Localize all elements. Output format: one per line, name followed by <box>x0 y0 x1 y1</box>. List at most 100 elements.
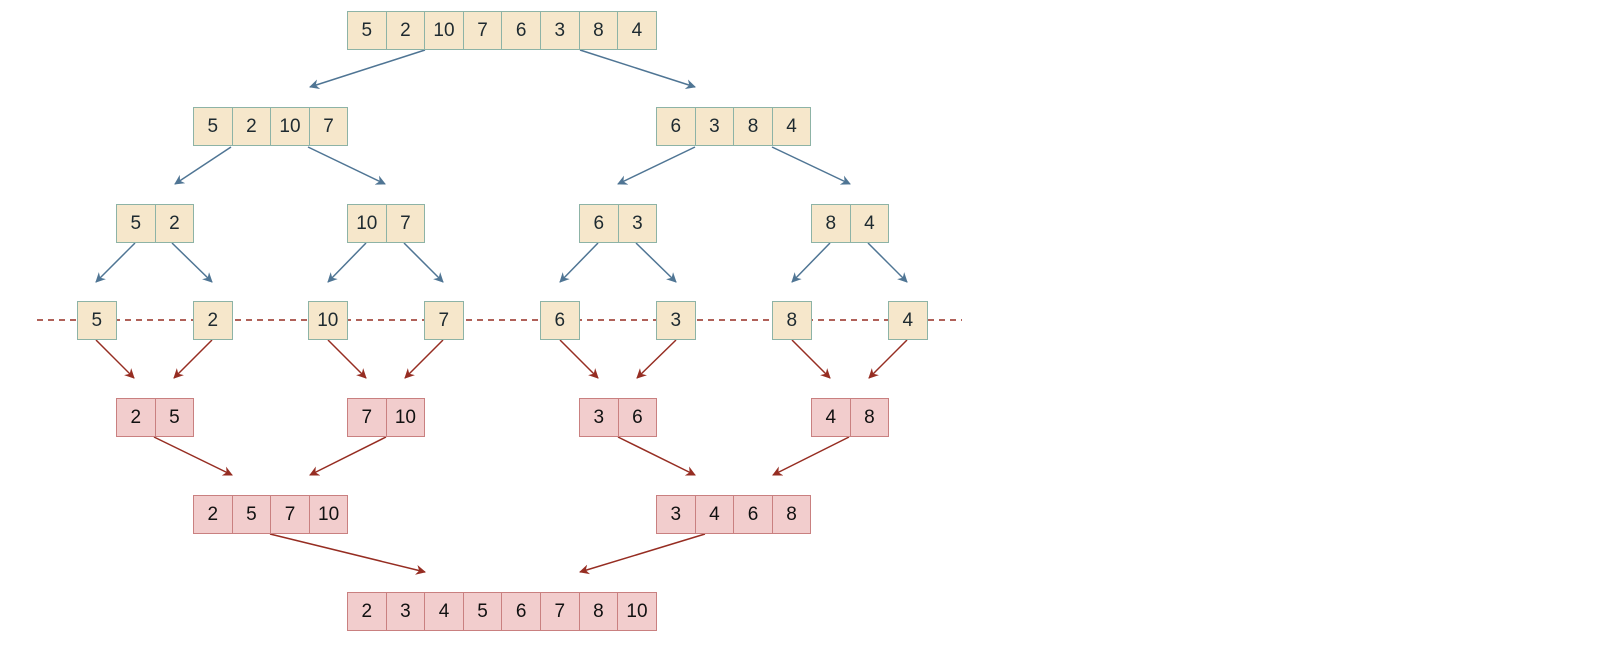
array-cell: 8 <box>772 301 812 340</box>
array-cell: 5 <box>77 301 117 340</box>
split-arrow <box>95 242 136 283</box>
array-cell: 2 <box>154 204 195 243</box>
array-cell: 4 <box>811 398 851 437</box>
merge-arrow <box>772 436 850 476</box>
merge-arrow <box>868 339 908 379</box>
split-arrow <box>635 242 677 283</box>
split-arrow <box>559 242 599 283</box>
split-arrow <box>171 242 213 283</box>
array-cell: 10 <box>308 301 348 340</box>
array-cell: 4 <box>694 495 735 534</box>
array-cell: 2 <box>116 398 156 437</box>
array-cell: 8 <box>811 204 851 243</box>
split-array: 5 <box>77 301 117 340</box>
array-cell: 3 <box>656 495 696 534</box>
array-cell: 10 <box>424 11 464 50</box>
array-cell: 7 <box>347 398 387 437</box>
split-arrow <box>617 146 696 185</box>
array-cell: 5 <box>347 11 387 50</box>
array-cell: 3 <box>385 592 426 631</box>
array-cell: 5 <box>231 495 272 534</box>
array-cell: 10 <box>308 495 349 534</box>
split-arrow <box>174 146 232 185</box>
merge-arrow <box>327 339 367 379</box>
merge-arrow <box>579 533 706 575</box>
merge-arrow <box>404 339 444 379</box>
merge-arrow <box>173 339 213 379</box>
array-cell: 6 <box>540 301 580 340</box>
array-cell: 10 <box>617 592 657 631</box>
array-cell: 8 <box>578 592 619 631</box>
split-array: 10 <box>308 301 348 340</box>
array-cell: 4 <box>617 11 657 50</box>
array-cell: 7 <box>539 592 580 631</box>
array-cell: 4 <box>771 107 812 146</box>
merge-arrow <box>791 339 831 379</box>
array-cell: 5 <box>154 398 195 437</box>
merge-arrow <box>95 339 135 379</box>
array-cell: 10 <box>347 204 387 243</box>
merge-arrow <box>559 339 599 379</box>
array-cell: 2 <box>385 11 426 50</box>
array-cell: 7 <box>424 301 464 340</box>
split-array: 2 <box>193 301 233 340</box>
split-arrow <box>403 242 444 283</box>
array-cell: 2 <box>231 107 272 146</box>
array-cell: 8 <box>733 107 773 146</box>
array-cell: 8 <box>771 495 812 534</box>
array-cell: 3 <box>617 204 658 243</box>
array-cell: 3 <box>579 398 619 437</box>
array-cell: 3 <box>539 11 580 50</box>
merge-arrow <box>636 339 677 379</box>
split-arrow <box>327 242 367 283</box>
split-arrow <box>579 49 696 90</box>
array-cell: 2 <box>193 495 233 534</box>
split-arrow <box>771 146 851 185</box>
array-cell: 8 <box>578 11 619 50</box>
split-array: 4 <box>888 301 928 340</box>
merge-arrow <box>153 436 233 476</box>
array-cell: 4 <box>888 301 928 340</box>
array-cell: 7 <box>270 495 310 534</box>
array-cell: 4 <box>849 204 890 243</box>
split-arrow <box>307 146 386 185</box>
array-cell: 2 <box>347 592 387 631</box>
array-cell: 6 <box>501 592 541 631</box>
split-array: 3 <box>656 301 696 340</box>
split-array: 7 <box>424 301 464 340</box>
split-array: 6 <box>540 301 580 340</box>
array-cell: 6 <box>579 204 619 243</box>
merge-arrow <box>269 533 426 575</box>
array-cell: 8 <box>849 398 890 437</box>
split-array: 8 <box>772 301 812 340</box>
array-cell: 2 <box>193 301 233 340</box>
split-arrow <box>309 49 426 90</box>
array-cell: 7 <box>385 204 426 243</box>
array-cell: 4 <box>424 592 464 631</box>
array-cell: 6 <box>733 495 773 534</box>
array-cell: 5 <box>116 204 156 243</box>
split-arrow <box>791 242 831 283</box>
array-cell: 3 <box>694 107 735 146</box>
array-cell: 10 <box>385 398 426 437</box>
array-cell: 6 <box>501 11 541 50</box>
array-cell: 7 <box>462 11 503 50</box>
array-cell: 5 <box>462 592 503 631</box>
array-cell: 10 <box>270 107 310 146</box>
